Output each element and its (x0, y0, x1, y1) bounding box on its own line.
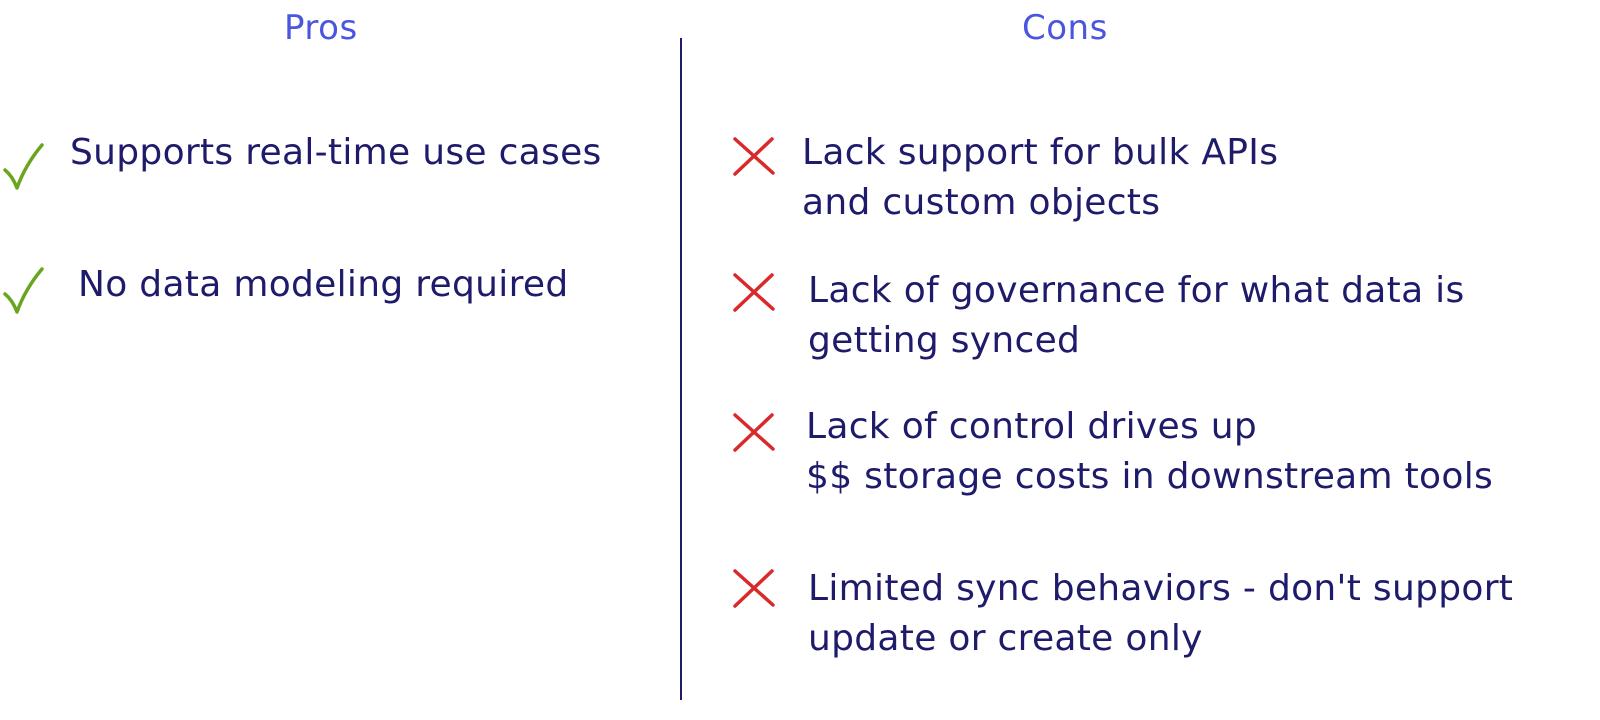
cons-title: Cons (1022, 8, 1108, 48)
cons-item-text: $$ storage costs in downstream tools (806, 456, 1494, 497)
pros-item: No data modeling required (78, 260, 568, 310)
pros-item-text: No data modeling required (78, 264, 569, 305)
check-icon (2, 266, 44, 314)
cons-item-text: Lack of governance for what data is (808, 270, 1465, 311)
pros-title: Pros (284, 8, 358, 48)
cons-item-text: and custom objects (802, 182, 1161, 223)
cons-item: Lack of control drives up $$ storage cos… (806, 402, 1493, 502)
cross-icon (732, 136, 776, 176)
column-divider (680, 38, 682, 700)
cons-item: Lack support for bulk APIs and custom ob… (802, 128, 1278, 228)
check-icon (2, 142, 44, 190)
cons-item-text: Limited sync behaviors - don't support (808, 568, 1514, 609)
cross-icon (732, 412, 776, 452)
cons-item: Lack of governance for what data is gett… (808, 266, 1465, 366)
cons-item-text: Lack of control drives up (806, 406, 1258, 447)
cons-item: Limited sync behaviors - don't support u… (808, 564, 1513, 664)
cross-icon (732, 272, 776, 312)
cons-item-text: Lack support for bulk APIs (802, 132, 1279, 173)
cons-item-text: getting synced (808, 320, 1081, 361)
cons-item-text: update or create only (808, 618, 1203, 659)
pros-item-text: Supports real-time use cases (70, 132, 602, 173)
cross-icon (732, 568, 776, 608)
pros-item: Supports real-time use cases (70, 128, 602, 178)
